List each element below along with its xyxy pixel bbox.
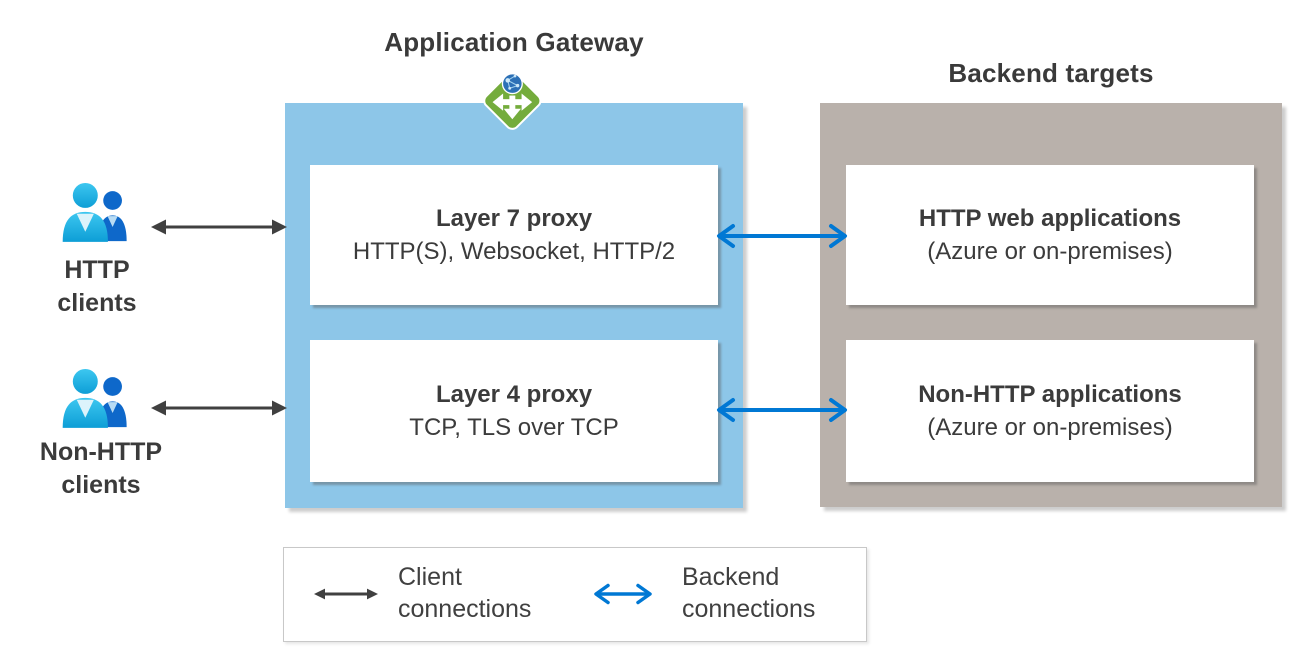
http-web-applications-title: HTTP web applications [918,205,1182,232]
legend-backend-connections-label: Backend connections [682,561,815,625]
application-gateway-title: Application Gateway [384,27,644,57]
users-icon [58,366,136,432]
legend-client-connections-label: Client connections [398,561,531,625]
http-clients-label: HTTP clients [17,254,177,320]
http-clients-label-line2: clients [57,289,137,317]
legend-backend-line2: connections [682,595,816,623]
double-arrow-blue-icon [711,222,853,250]
legend-backend-line1: Backend [682,563,780,591]
double-arrow-black-icon [150,216,288,238]
layer4-proxy-box: Layer 4 proxy TCP, TLS over TCP [310,340,718,482]
http-web-applications-box: HTTP web applications (Azure or on-premi… [846,165,1254,305]
non-http-clients-label-line2: clients [61,471,141,499]
legend-client-line2: connections [398,595,532,623]
backend-targets-title: Backend targets [948,58,1154,88]
non-http-applications-box: Non-HTTP applications (Azure or on-premi… [846,340,1254,482]
non-http-applications-location: (Azure or on-premises) [927,414,1173,441]
double-arrow-blue-icon [711,396,853,424]
legend-client-arrow-icon [314,585,378,603]
double-arrow-black-icon [150,397,288,419]
non-http-applications-title: Non-HTTP applications [918,381,1182,408]
layer7-proxy-protocols: HTTP(S), Websocket, HTTP/2 [352,238,676,265]
layer4-proxy-protocols: TCP, TLS over TCP [409,414,619,441]
layer7-proxy-box: Layer 7 proxy HTTP(S), Websocket, HTTP/2 [310,165,718,305]
non-http-clients-label-line1: Non-HTTP [39,438,163,466]
http-clients-label-line1: HTTP [64,256,130,284]
users-icon [58,180,136,246]
legend: Client connections Backend connections [283,547,867,642]
non-http-clients-label: Non-HTTP clients [13,436,189,502]
application-gateway-icon [480,65,546,134]
legend-backend-arrow-icon [590,582,656,606]
legend-client-line1: Client [398,563,462,591]
layer4-proxy-title: Layer 4 proxy [435,381,593,408]
layer7-proxy-title: Layer 7 proxy [435,205,593,232]
http-web-applications-location: (Azure or on-premises) [927,238,1173,265]
